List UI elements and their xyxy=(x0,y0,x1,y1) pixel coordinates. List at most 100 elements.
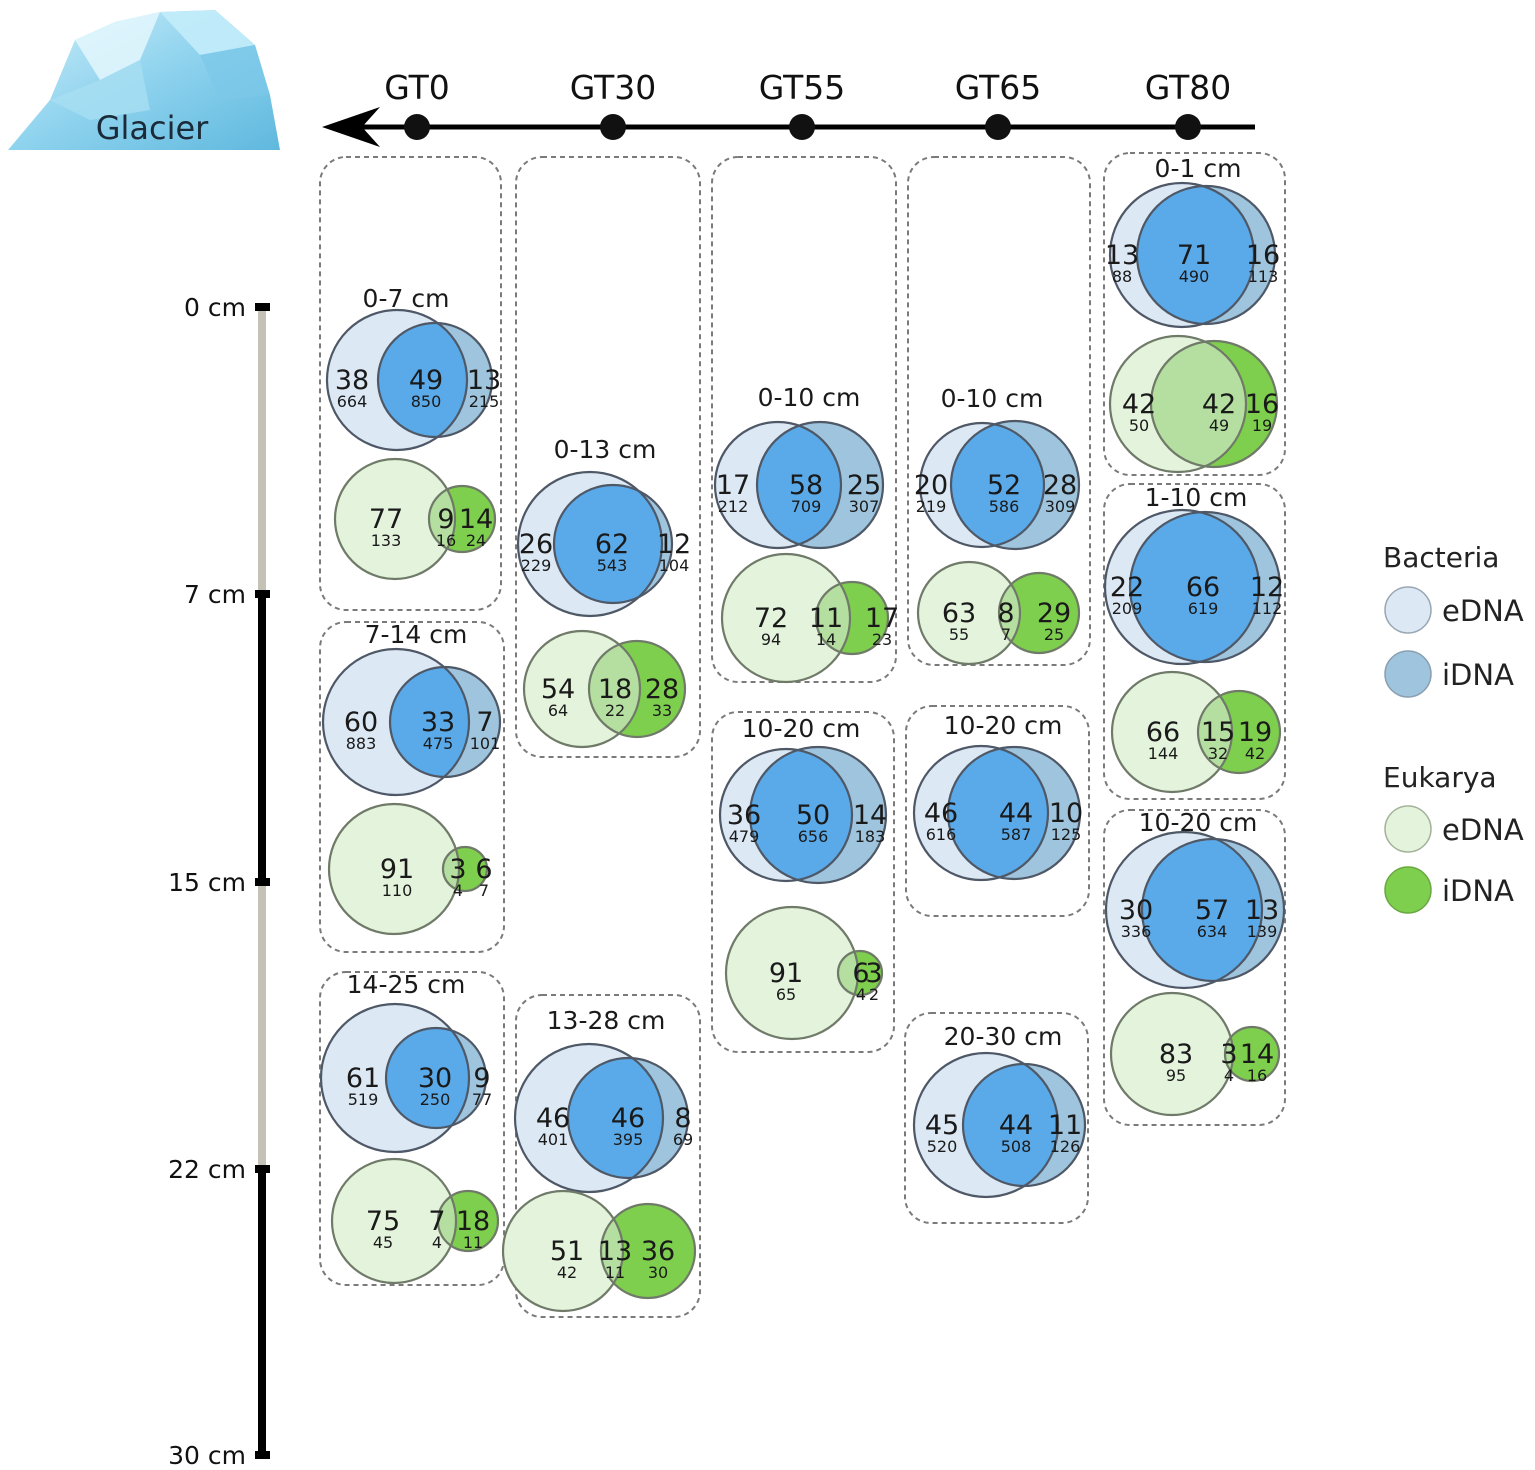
site-arrow xyxy=(322,107,1255,147)
bacteria-overlap xyxy=(1137,186,1254,324)
eukarya-edna-circle xyxy=(332,1159,456,1283)
legend-eukarya-idna-swatch xyxy=(1384,866,1432,914)
depth-label: 0-1 cm xyxy=(1155,154,1242,183)
reads-ab: 850 xyxy=(411,392,442,411)
count-b: 8 xyxy=(674,1103,691,1134)
count-ab: 49 xyxy=(409,365,443,396)
eukarya-overlap xyxy=(438,1191,456,1251)
site-dot xyxy=(789,114,815,140)
count-a: 66 xyxy=(1146,717,1180,748)
reads-a: 519 xyxy=(348,1090,379,1109)
eukarya-edna-circle xyxy=(329,804,459,934)
count-b: 11 xyxy=(1048,1110,1082,1141)
scale-label: 7 cm xyxy=(184,580,246,609)
count-b: 14 xyxy=(459,504,493,535)
reads-ab: 4 xyxy=(453,881,463,900)
reads-b: 104 xyxy=(659,556,690,575)
scale-label: 30 cm xyxy=(168,1441,246,1470)
reads-a: 94 xyxy=(761,630,781,649)
reads-ab: 586 xyxy=(989,497,1020,516)
scale-label: 0 cm xyxy=(184,293,246,322)
count-ab: 6 xyxy=(852,958,869,989)
scale-tick xyxy=(255,1451,270,1459)
reads-b: 16 xyxy=(1247,1066,1267,1085)
reads-a: 95 xyxy=(1166,1066,1186,1085)
reads-ab: 634 xyxy=(1197,922,1228,941)
reads-b: 11 xyxy=(463,1233,483,1252)
legend-bacteria-title: Bacteria xyxy=(1383,541,1499,574)
eukarya-overlap xyxy=(429,486,455,552)
site-dot xyxy=(985,114,1011,140)
reads-b: 183 xyxy=(855,827,886,846)
count-a: 61 xyxy=(346,1063,380,1094)
reads-a: 479 xyxy=(729,827,760,846)
count-ab: 13 xyxy=(598,1236,632,1267)
count-a: 13 xyxy=(1105,240,1139,271)
reads-b: 7 xyxy=(479,881,489,900)
count-b: 12 xyxy=(657,529,691,560)
eukarya-overlap xyxy=(589,641,640,737)
count-a: 91 xyxy=(769,958,803,989)
depth-label: 7-14 cm xyxy=(365,620,468,649)
scale-tick xyxy=(255,1165,270,1173)
count-b: 25 xyxy=(847,470,881,501)
count-a: 30 xyxy=(1119,895,1153,926)
scale-label: 22 cm xyxy=(168,1155,246,1184)
count-a: 45 xyxy=(925,1110,959,1141)
count-b: 7 xyxy=(476,707,493,738)
eukarya-idna-circle xyxy=(999,573,1079,653)
count-a: 72 xyxy=(754,603,788,634)
count-a: 63 xyxy=(942,598,976,629)
depth-label: 10-20 cm xyxy=(944,711,1063,740)
site-label: GT55 xyxy=(759,68,846,107)
sample-box xyxy=(319,971,505,1286)
reads-a: 219 xyxy=(916,497,947,516)
count-b: 14 xyxy=(853,800,887,831)
legend-eukarya-idna-label: iDNA xyxy=(1442,874,1514,908)
bacteria-overlap xyxy=(1130,512,1259,662)
reads-ab: 11 xyxy=(605,1263,625,1282)
reads-ab: 709 xyxy=(791,497,822,516)
count-ab: 3 xyxy=(449,854,466,885)
reads-ab: 656 xyxy=(798,827,829,846)
reads-a: 45 xyxy=(373,1233,393,1252)
reads-a: 65 xyxy=(776,985,796,1004)
reads-b: 126 xyxy=(1050,1137,1081,1156)
count-b: 6 xyxy=(475,854,492,885)
count-a: 20 xyxy=(914,470,948,501)
depth-label: 0-10 cm xyxy=(941,384,1044,413)
reads-b: 2 xyxy=(869,985,879,1004)
count-ab: 18 xyxy=(598,674,632,705)
count-b: 17 xyxy=(865,603,899,634)
eukarya-idna-circle xyxy=(1225,1027,1279,1081)
eukarya-idna-circle xyxy=(601,1204,695,1298)
reads-b: 23 xyxy=(872,630,892,649)
sample-box xyxy=(1103,152,1286,476)
reads-b: 24 xyxy=(466,531,486,550)
count-a: 51 xyxy=(550,1236,584,1267)
bacteria-overlap xyxy=(757,422,841,548)
eukarya-overlap xyxy=(816,582,850,654)
reads-ab: 32 xyxy=(1208,744,1228,763)
count-a: 17 xyxy=(716,470,750,501)
count-ab: 9 xyxy=(437,504,454,535)
sample-box xyxy=(711,711,895,1053)
reads-ab: 395 xyxy=(613,1130,644,1149)
site-dot xyxy=(404,114,430,140)
